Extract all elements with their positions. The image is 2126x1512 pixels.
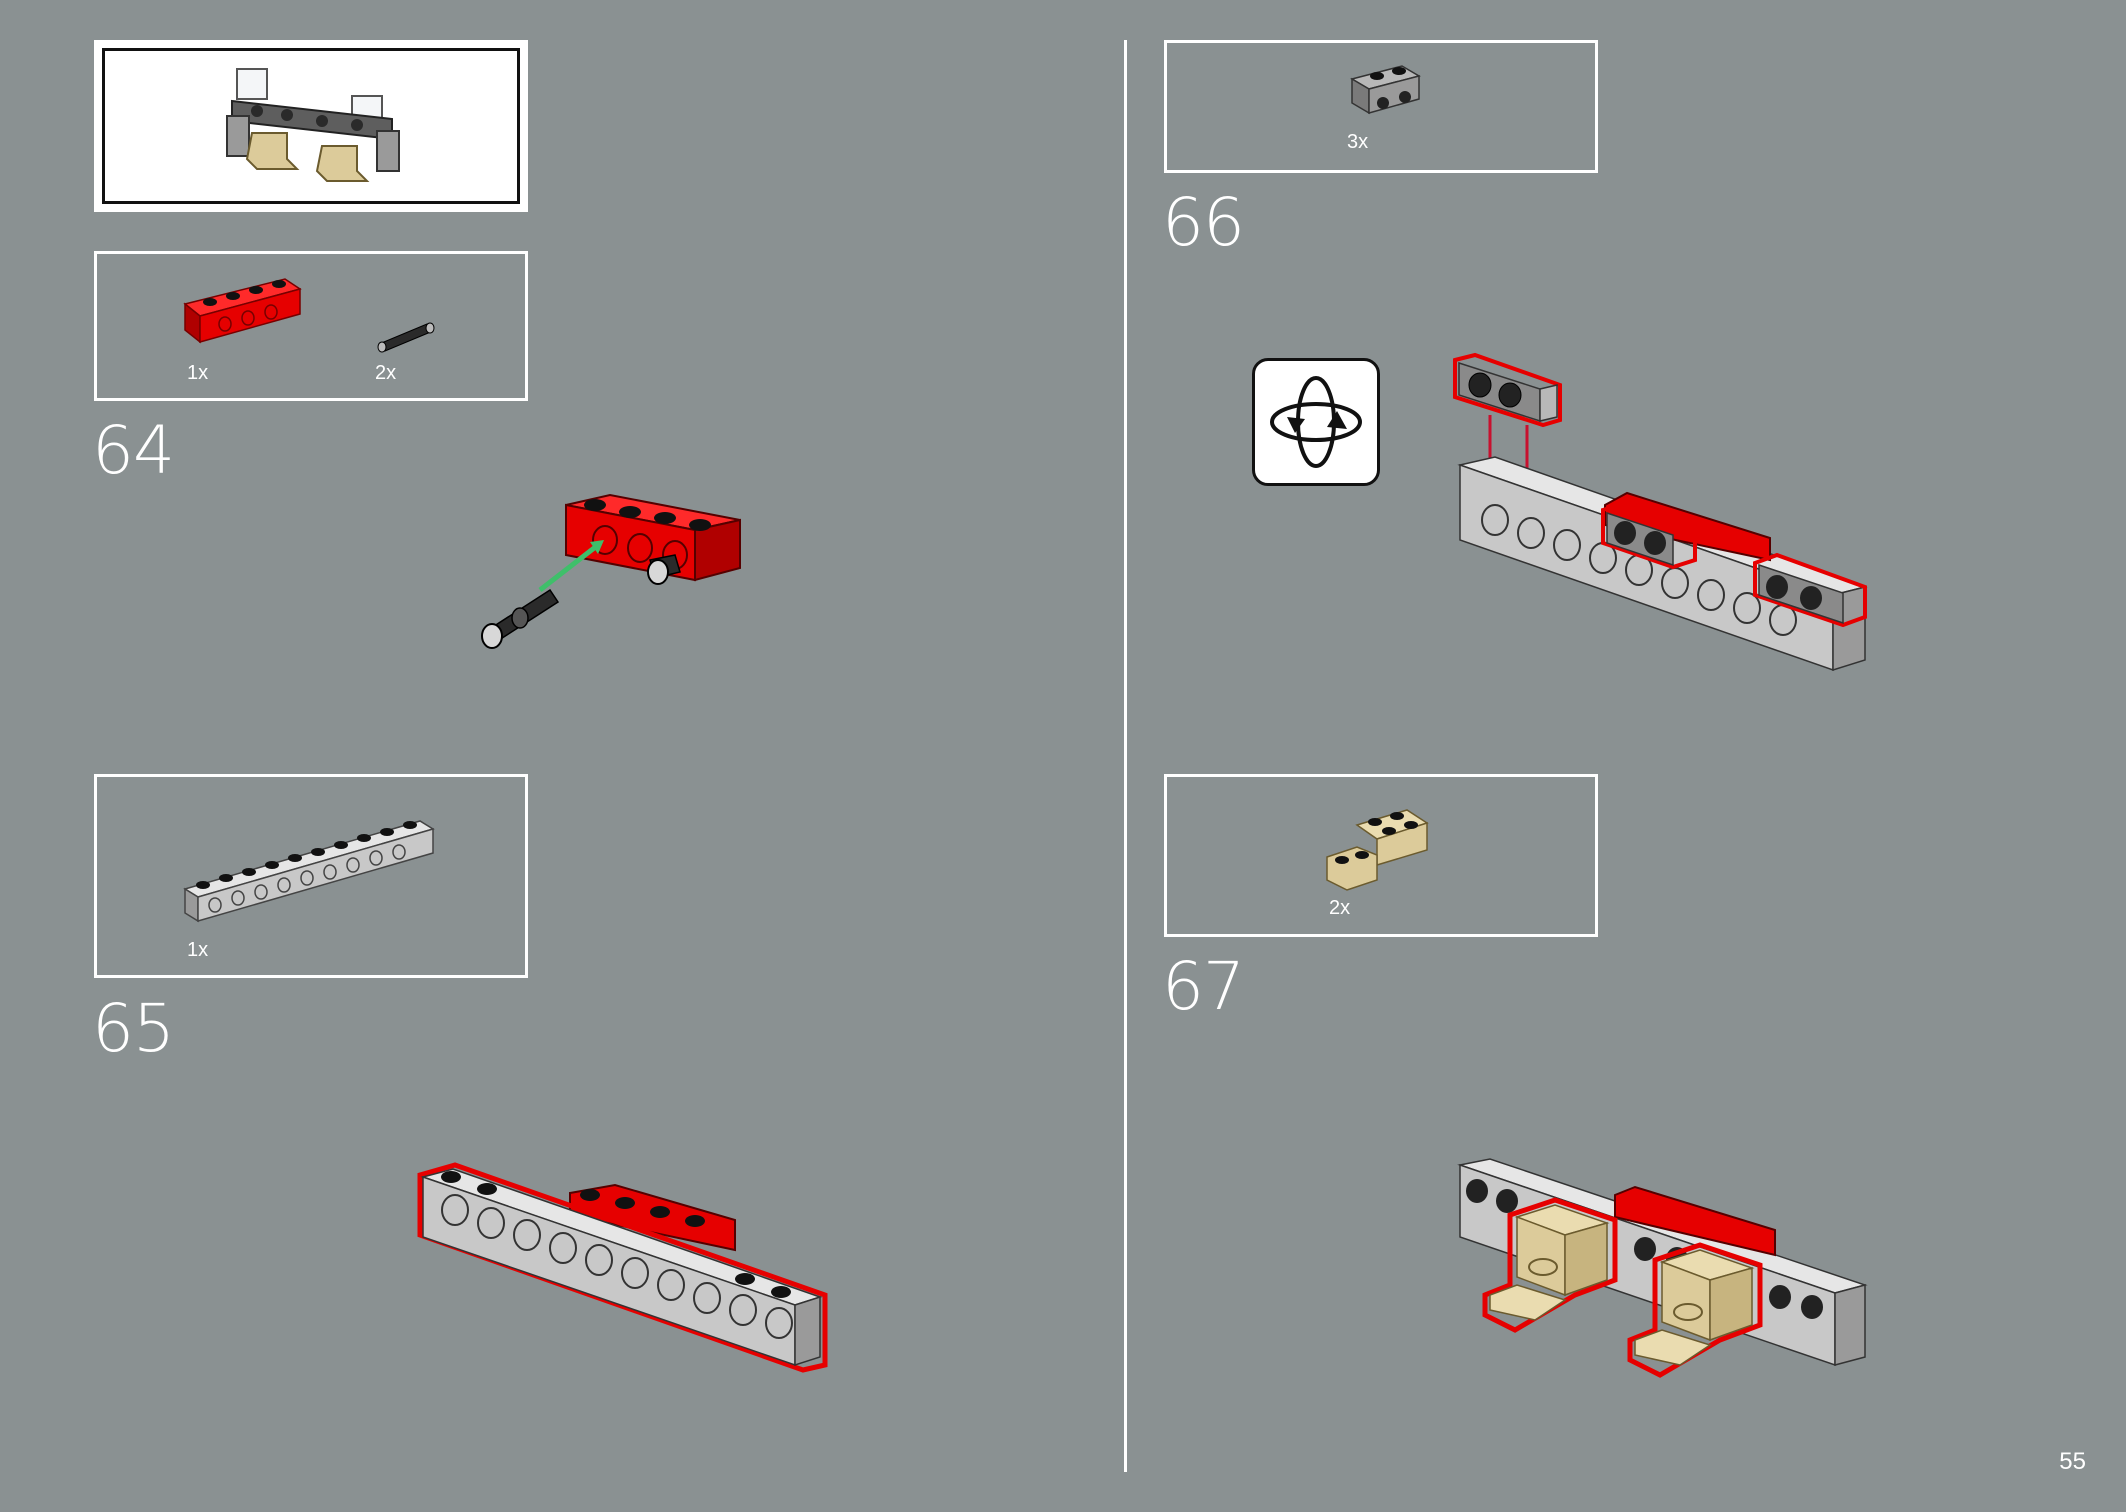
subassembly-model-icon xyxy=(226,68,400,182)
dark-gray-bracket-1x2-icon xyxy=(1350,65,1421,115)
step-67-part-1-qty: 2x xyxy=(1329,897,1351,919)
subassembly-callout xyxy=(94,40,528,212)
step-65-build-illustration xyxy=(417,1162,828,1373)
tan-bracket-icon xyxy=(1326,809,1429,891)
step-64-part-2-qty: 2x xyxy=(375,362,397,384)
black-friction-pin-icon xyxy=(377,322,435,353)
light-gray-technic-brick-1x10-icon xyxy=(183,820,435,923)
step-67-number: 67 xyxy=(1162,948,1245,1025)
red-technic-brick-1x4-icon xyxy=(183,278,302,344)
subassembly-inner-frame xyxy=(102,48,520,204)
step-66-part-1-qty: 3x xyxy=(1347,131,1369,153)
step-65-part-1-qty: 1x xyxy=(187,939,209,961)
step-67-parts-box: 2x xyxy=(1164,774,1598,937)
step-66-number: 66 xyxy=(1162,184,1245,261)
step-67-build-illustration xyxy=(1457,1158,1868,1378)
page-number: 55 xyxy=(2059,1448,2086,1475)
step-65-parts-box: 1x xyxy=(94,774,528,978)
step-65-number: 65 xyxy=(92,990,175,1067)
rotate-model-icon xyxy=(1252,358,1380,486)
page-divider xyxy=(1124,40,1127,1472)
step-64-part-1-qty: 1x xyxy=(187,362,209,384)
step-64-parts-box: 1x 2x xyxy=(94,251,528,401)
step-64-number: 64 xyxy=(92,412,175,489)
step-64-build-illustration xyxy=(481,493,741,649)
step-66-build-illustration xyxy=(1453,352,1868,672)
step-66-parts-box: 3x xyxy=(1164,40,1598,173)
